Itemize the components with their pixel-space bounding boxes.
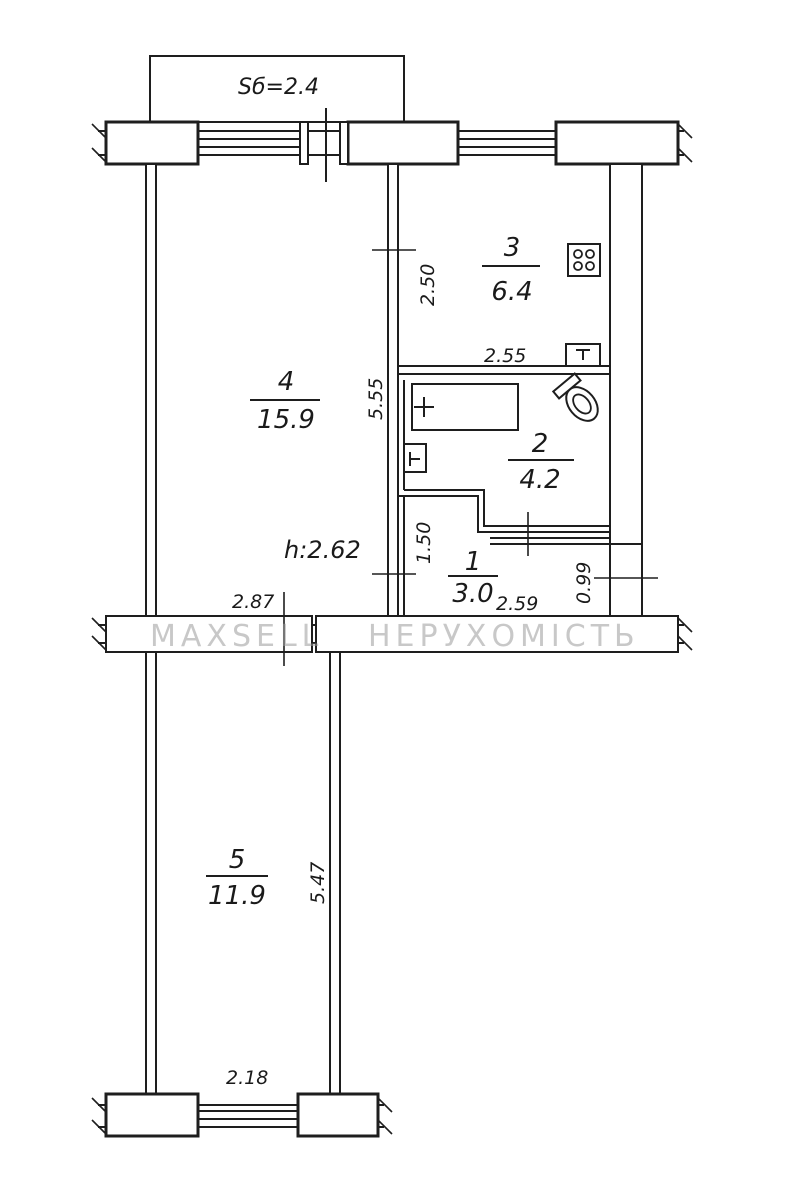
room-3-number: 3	[504, 233, 521, 263]
dim-room4-length: 5.55	[365, 378, 387, 420]
dim-room4-width: 2.87	[232, 591, 274, 613]
room-2-area: 4.2	[519, 465, 560, 495]
toilet-icon	[551, 372, 599, 422]
room-3-area: 6.4	[491, 277, 532, 307]
room-5-number: 5	[229, 845, 246, 875]
bathtub-icon	[411, 383, 519, 431]
dim-hall-width: 2.59	[496, 593, 538, 615]
watermark-suffix: НЕРУХОМІСТЬ	[368, 619, 640, 654]
room5-right-wall	[329, 651, 341, 1095]
bottom-wall	[91, 1092, 393, 1138]
stove-icon	[567, 243, 601, 277]
room-2-number: 2	[532, 429, 549, 459]
kitchen-bath-wall	[397, 365, 611, 375]
right-inner-wall	[609, 163, 643, 616]
room-4-number: 4	[278, 367, 295, 397]
room-1-number: 1	[465, 547, 482, 577]
top-wall	[91, 108, 693, 182]
dim-closet-depth: 0.99	[573, 562, 595, 604]
dim-room5-length: 5.47	[307, 862, 329, 904]
watermark: MAXSELL НЕРУХОМІСТЬ	[150, 619, 640, 654]
kitchen-sink-icon	[565, 343, 601, 367]
watermark-brand: MAXSELL	[150, 619, 323, 654]
dimension-lines	[283, 249, 658, 666]
balcony-area-label: Sб=2.4	[238, 75, 319, 100]
room-5-area: 11.9	[208, 881, 266, 911]
room-4-area: 15.9	[257, 405, 315, 435]
dim-hall-height: 1.50	[413, 522, 435, 564]
partition-room4	[387, 163, 399, 617]
dim-kitchen-height: 2.50	[417, 264, 439, 306]
balcony	[149, 55, 405, 123]
middle-wall	[91, 615, 693, 653]
ceiling-height-label: h:2.62	[284, 536, 361, 564]
dim-room5-width: 2.18	[226, 1067, 268, 1089]
room-1-area: 3.0	[452, 579, 493, 609]
bath-sink-icon	[403, 443, 427, 473]
dim-kitchen-width: 2.55	[484, 345, 526, 367]
